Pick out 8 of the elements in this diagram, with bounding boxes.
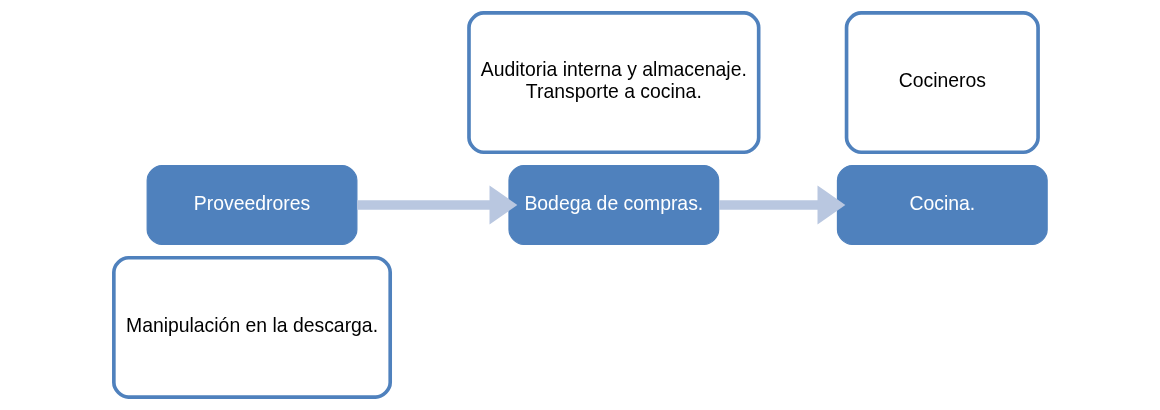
node-box: Manipulación en la descarga. [111, 255, 392, 399]
arrow [718, 185, 845, 225]
node-box: Proveedrores [146, 165, 357, 245]
node-box: Auditoria interna y almacenaje. Transporte a cocina. [466, 11, 760, 155]
arrow [356, 185, 517, 225]
node-box: Cocineros [844, 11, 1040, 155]
node-box: Cocina. [836, 165, 1048, 245]
node-box: Bodega de compras. [507, 165, 719, 245]
